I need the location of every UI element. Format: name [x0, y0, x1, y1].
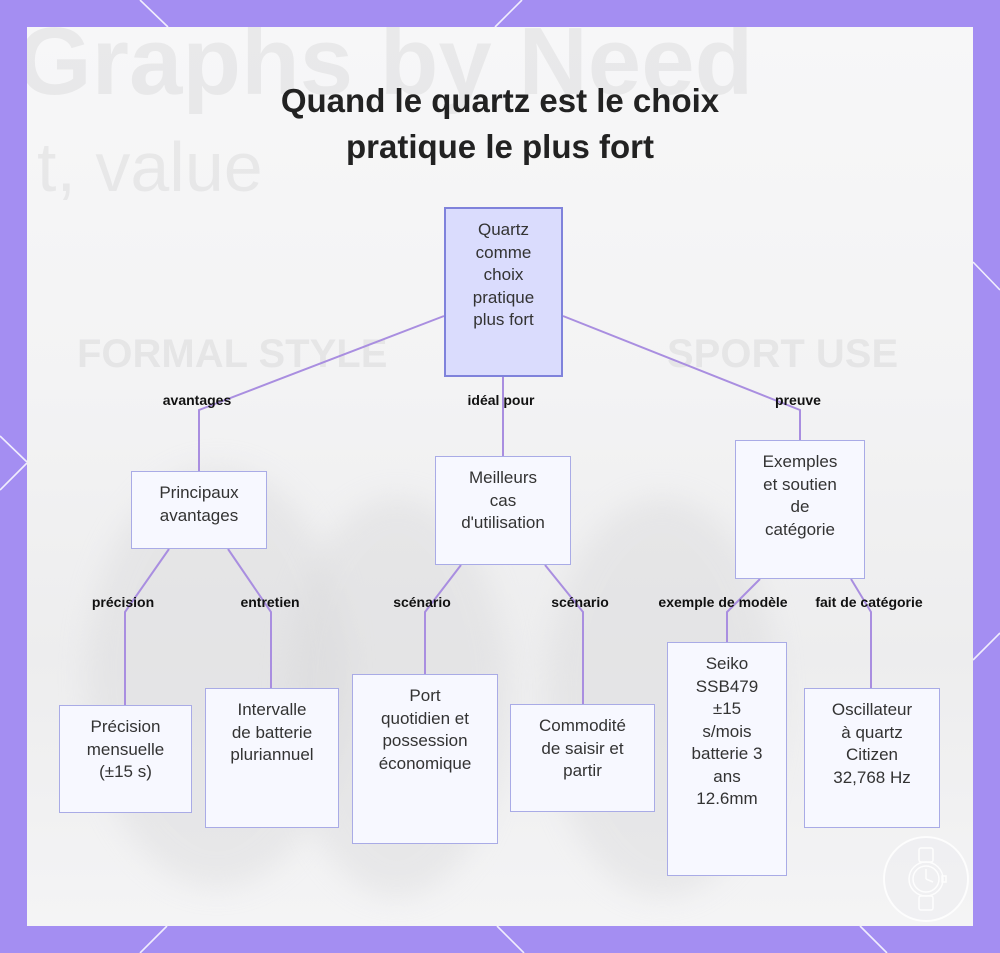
node-commodite: Commodité de saisir et partir	[510, 704, 655, 812]
edge-label-categorie: fait de catégorie	[815, 594, 923, 610]
node-port: Port quotidien et possession économique	[352, 674, 498, 844]
edge-root-exemples	[562, 315, 801, 440]
edge-root-avantages	[198, 315, 445, 471]
node-batterie: Intervalle de batterie pluriannuel	[205, 688, 339, 828]
node-commodite-text: Commodité de saisir et partir	[539, 716, 626, 780]
node-root: Quartz comme choix pratique plus fort	[444, 207, 563, 377]
edge-usages-port	[424, 564, 462, 674]
edge-label-ideal: idéal pour	[467, 392, 535, 408]
edge-avantages-precision	[124, 548, 170, 705]
node-avantages-text: Principaux avantages	[159, 483, 239, 525]
node-oscillateur: Oscillateur à quartz Citizen 32,768 Hz	[804, 688, 940, 828]
edge-avantages-batterie	[227, 548, 272, 688]
node-port-text: Port quotidien et possession économique	[378, 686, 472, 773]
title-line-2: pratique le plus fort	[345, 128, 655, 165]
watch-badge	[883, 836, 969, 922]
node-precision: Précision mensuelle (±15 s)	[59, 705, 192, 813]
node-usages-text: Meilleurs cas d'utilisation	[461, 468, 545, 532]
node-exemples-text: Exemples et soutien de catégorie	[762, 452, 838, 539]
edge-label-precision: précision	[91, 594, 155, 610]
node-batterie-text: Intervalle de batterie pluriannuel	[230, 700, 314, 764]
node-oscillateur-text: Oscillateur à quartz Citizen 32,768 Hz	[831, 700, 913, 787]
edge-label-preuve: preuve	[775, 392, 821, 408]
node-avantages: Principaux avantages	[131, 471, 267, 549]
edge-exemples-seiko	[726, 578, 761, 642]
edge-label-modele: exemple de modèle	[658, 594, 788, 610]
edge-label-entretien: entretien	[240, 594, 300, 610]
node-exemples: Exemples et soutien de catégorie	[735, 440, 865, 579]
edge-usages-commodite	[544, 564, 584, 704]
diagram-title: Quand le quartz est le choix pratique le…	[200, 78, 800, 170]
background-heading: Graphs by Need	[27, 27, 754, 115]
background-label-right: SPORT USE	[667, 332, 899, 376]
edge-label-scenario-1: scénario	[393, 594, 451, 610]
edge-label-scenario-2: scénario	[551, 594, 609, 610]
edge-label-avantages: avantages	[162, 392, 232, 408]
node-root-text: Quartz comme choix pratique plus fort	[472, 220, 535, 329]
watch-icon	[908, 847, 947, 911]
node-precision-text: Précision mensuelle (±15 s)	[86, 717, 165, 781]
background-label-left: FORMAL STYLE	[77, 332, 388, 376]
edge-exemples-oscillateur	[850, 578, 872, 688]
node-usages: Meilleurs cas d'utilisation	[435, 456, 571, 565]
node-seiko: Seiko SSB479 ±15 s/mois batterie 3 ans 1…	[667, 642, 787, 876]
title-line-1: Quand le quartz est le choix	[280, 82, 720, 119]
node-seiko-text: Seiko SSB479 ±15 s/mois batterie 3 ans 1…	[691, 654, 763, 808]
background-subheading: t, value	[37, 128, 263, 206]
